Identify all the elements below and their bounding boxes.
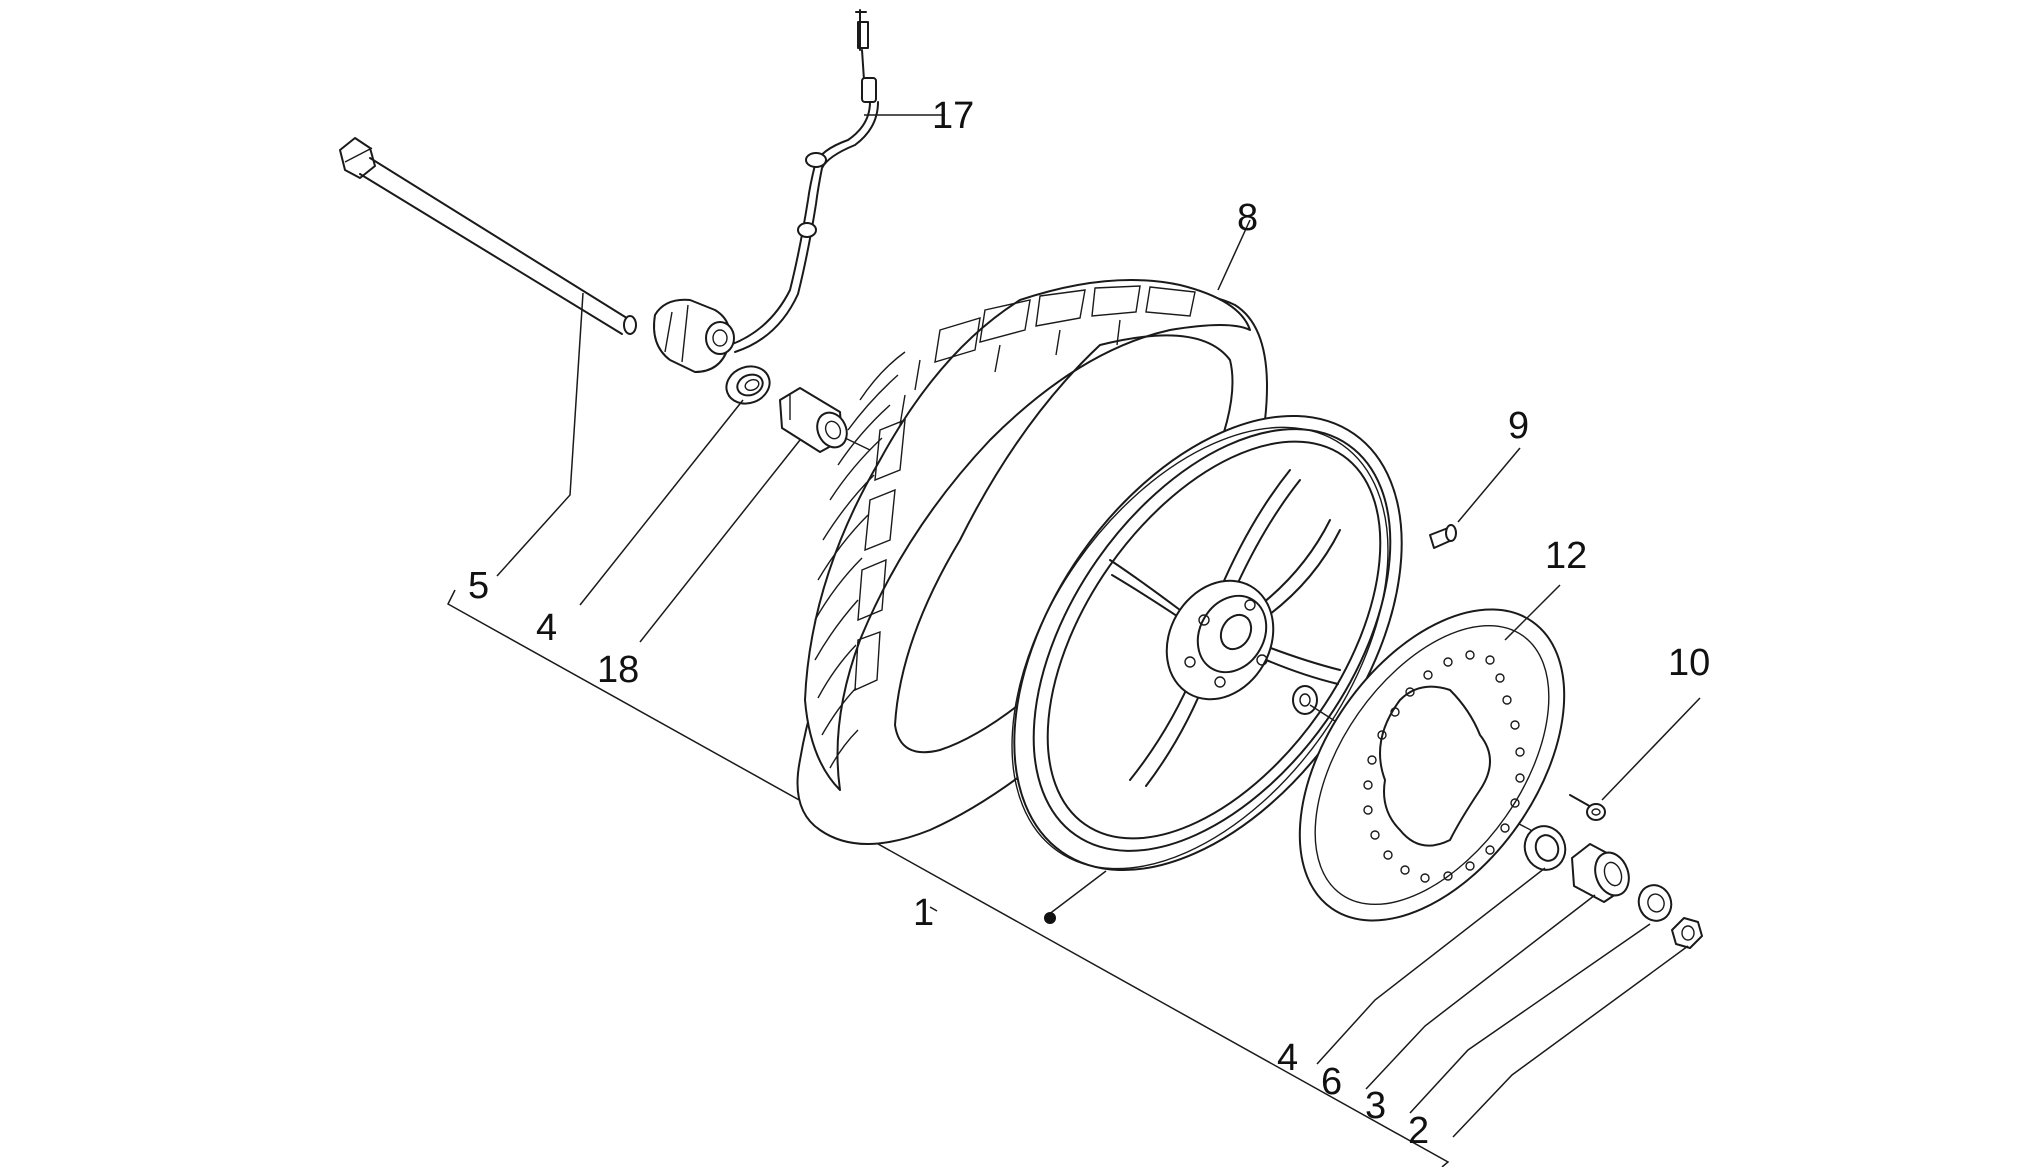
callout-4-right: 4 bbox=[1277, 1037, 1298, 1079]
bearing-right bbox=[1523, 825, 1567, 871]
callout-4-left: 4 bbox=[536, 607, 557, 649]
bearing-left bbox=[725, 365, 771, 405]
callout-10: 10 bbox=[1668, 642, 1710, 684]
callout-5: 5 bbox=[468, 565, 489, 607]
washer-item-3 bbox=[1637, 884, 1673, 922]
callout-labels: 1 2 3 4 4 5 6 8 9 10 12 17 18 bbox=[468, 95, 1710, 1152]
callout-1: 1 bbox=[913, 892, 934, 934]
leader-lines bbox=[496, 114, 1701, 1138]
callout-12: 12 bbox=[1545, 535, 1587, 577]
screw-item-10 bbox=[1569, 794, 1606, 821]
bolt-item-9 bbox=[1429, 524, 1457, 549]
axis-line bbox=[844, 437, 871, 451]
callout-9: 9 bbox=[1508, 405, 1529, 447]
assembly-bracket bbox=[447, 589, 1450, 1167]
reference-dot bbox=[1044, 912, 1056, 924]
nut-item-2 bbox=[1671, 917, 1703, 949]
tyre-tread-pattern bbox=[814, 285, 1196, 769]
callout-8: 8 bbox=[1237, 197, 1258, 239]
spacer-item-6 bbox=[1571, 843, 1630, 903]
rim-hub bbox=[1165, 579, 1318, 715]
wheel-axle bbox=[339, 137, 637, 335]
wheel-rim bbox=[1011, 414, 1403, 872]
brake-disc bbox=[1298, 608, 1566, 922]
brake-disc-holes bbox=[1363, 650, 1525, 883]
callout-3: 3 bbox=[1365, 1085, 1386, 1127]
callout-2: 2 bbox=[1408, 1110, 1429, 1152]
speedometer-cable bbox=[653, 9, 879, 373]
callout-17: 17 bbox=[932, 95, 974, 137]
callout-6: 6 bbox=[1321, 1061, 1342, 1103]
spacer-sleeve bbox=[779, 387, 848, 453]
callout-18: 18 bbox=[597, 649, 639, 691]
